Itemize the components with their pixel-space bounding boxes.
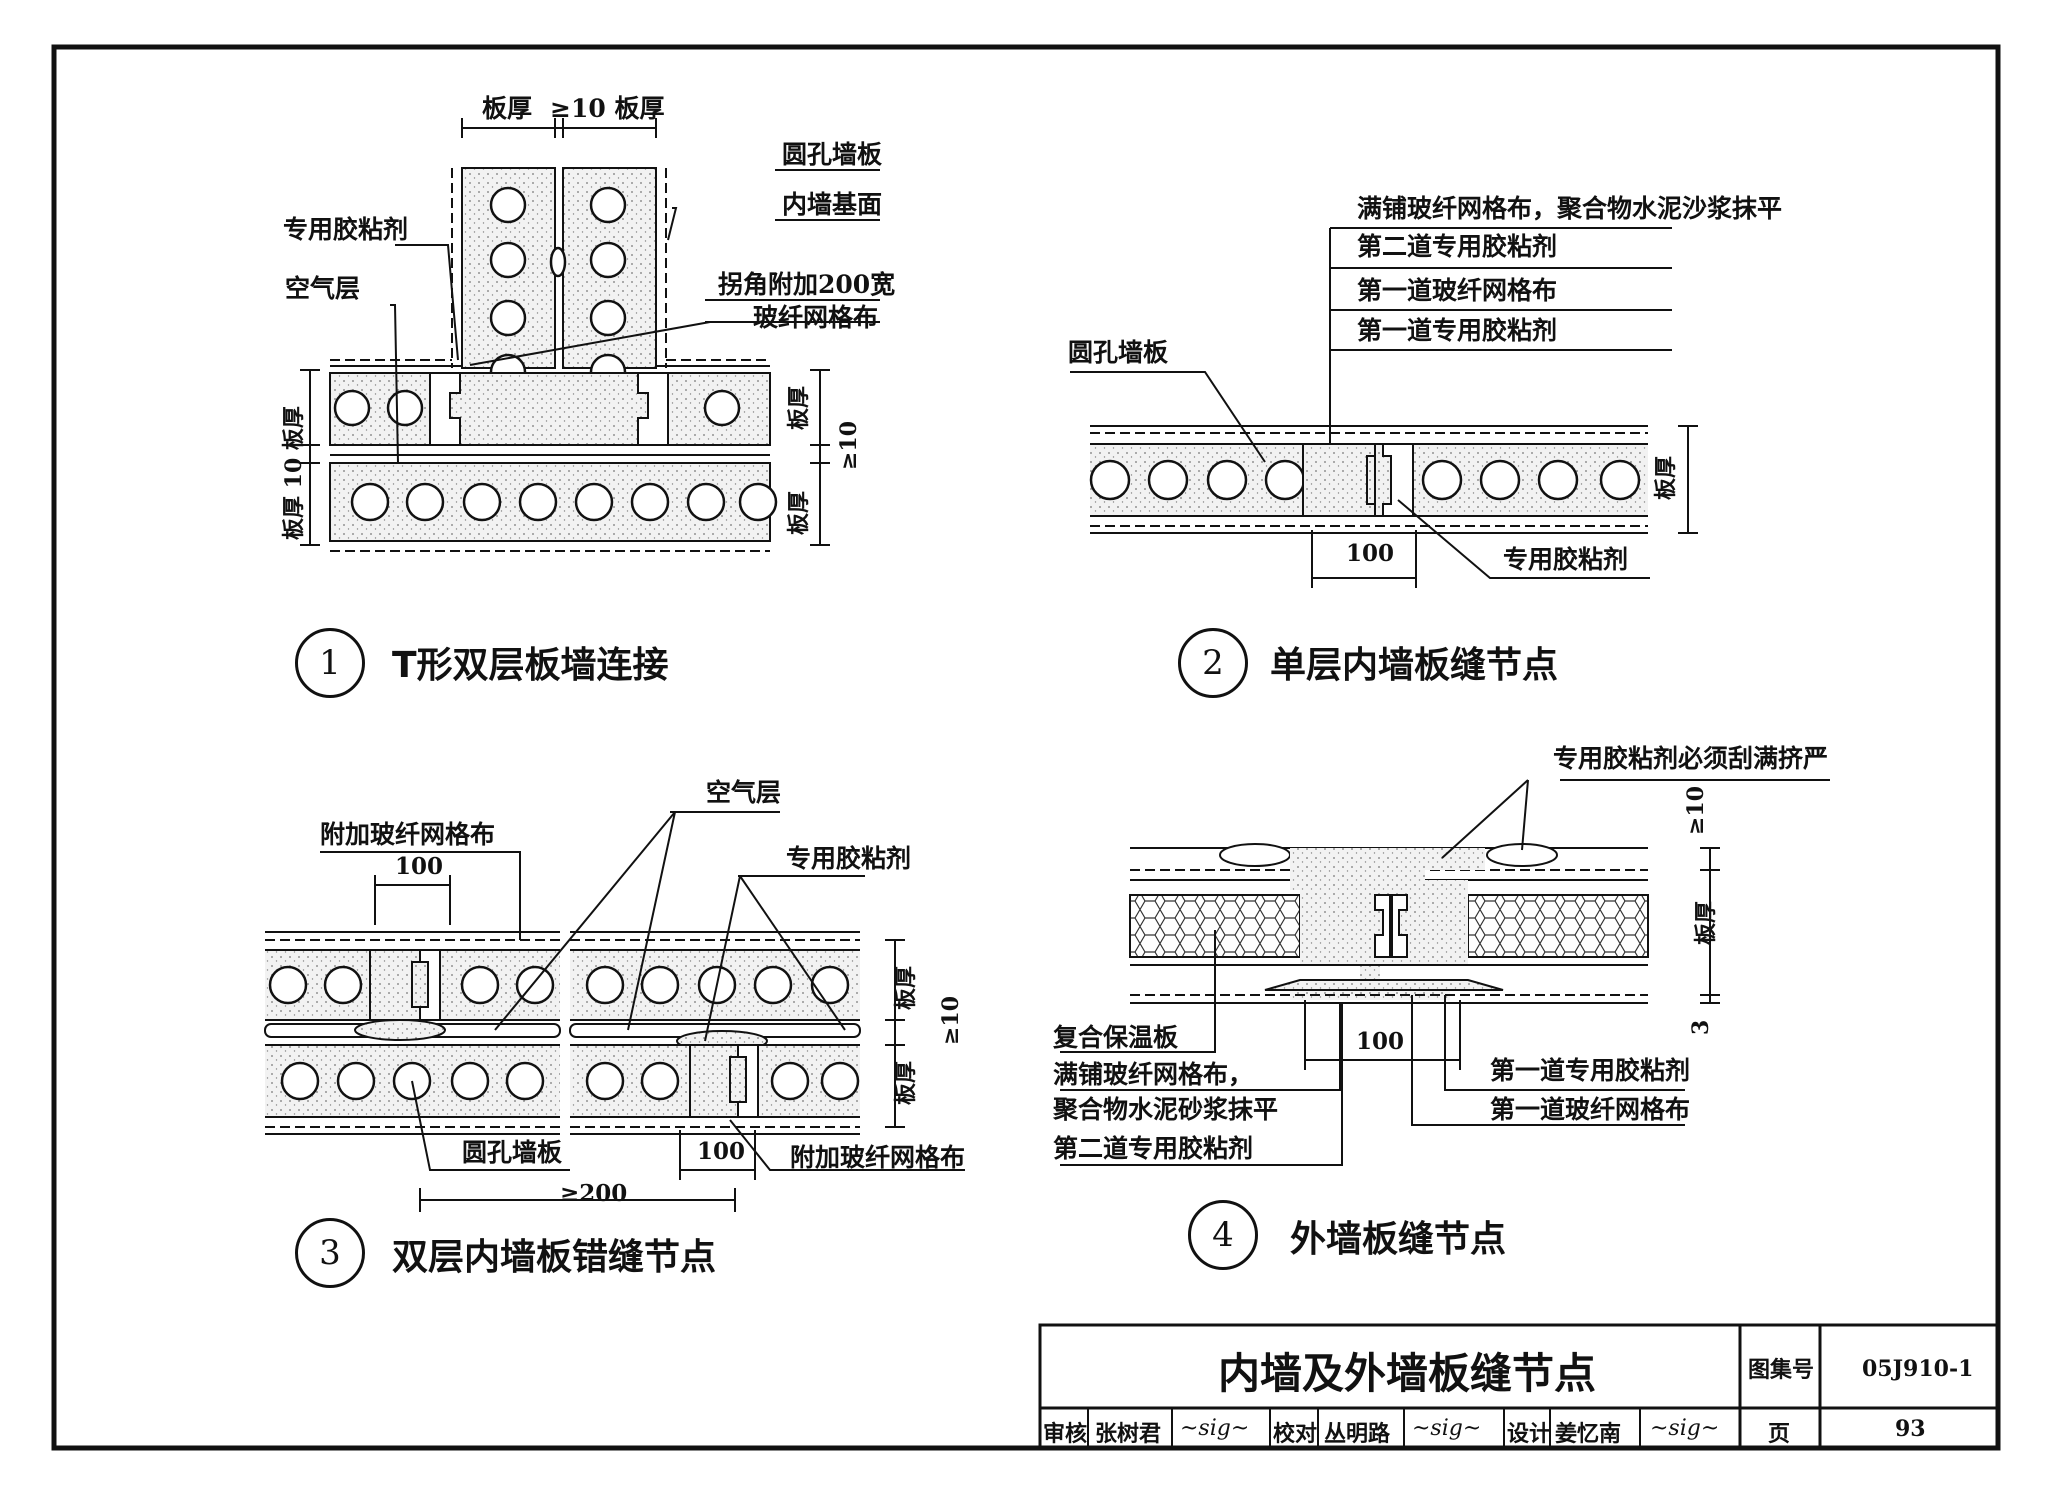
review-label: 审核 [1043,1421,1088,1447]
d2-title: 单层内墙板缝节点 [1270,645,1559,686]
d2-dim-100: 100 [1346,540,1395,567]
checker-name: 丛明路 [1324,1421,1391,1447]
d3-gap: ≥10 [938,995,964,1045]
d3-dim-100-bottom: 100 [697,1138,746,1165]
d3-dim-200: ≥200 [560,1180,628,1207]
designer-signature: ~sig~ [1650,1416,1720,1441]
d2-slab-thk: 板厚 [1653,455,1679,500]
d3-number-circle: 3 [295,1218,365,1288]
detail-3-drawing [264,811,965,1212]
d4-full-mesh-1: 满铺玻纤网格布， [1053,1060,1254,1089]
d4-dim-100: 100 [1356,1028,1405,1055]
reviewer-signature: ~sig~ [1180,1416,1250,1441]
d4-dim-3: 3 [1688,1019,1714,1035]
d4-composite-panel: 复合保温板 [1053,1023,1179,1052]
atlas-number: 05J910-1 [1862,1356,1974,1382]
d3-dim-100-top: 100 [395,853,444,880]
d3-extra-mesh-bottom: 附加玻纤网格布 [790,1143,966,1172]
d1-air-layer: 空气层 [285,274,361,303]
d4-first-mesh: 第一道玻纤网格布 [1490,1095,1691,1124]
d2-round-hole-panel: 圆孔墙板 [1068,338,1169,367]
d1-right-slab-1: 板厚 [786,385,812,430]
d1-right-gap: ≥10 [836,420,862,470]
design-label: 设计 [1507,1421,1552,1447]
sheet-title: 内墙及外墙板缝节点 [1218,1349,1597,1398]
d1-top-dim-label: 板厚 [482,94,533,123]
d1-number-circle: 1 [295,628,365,698]
reviewer-name: 张树君 [1095,1421,1162,1447]
d3-title: 双层内墙板错缝节点 [392,1237,717,1278]
d1-round-hole-panel: 圆孔墙板 [782,140,883,169]
d4-gap-10: ≥10 [1683,785,1709,835]
d3-round-hole-panel: 圆孔墙板 [462,1138,563,1167]
page-label: 页 [1768,1421,1791,1447]
d1-inner-wall-base: 内墙基面 [782,190,883,219]
d4-number-circle: 4 [1188,1200,1258,1270]
d2-second-adhesive: 第二道专用胶粘剂 [1357,232,1558,261]
check-label: 校对 [1273,1421,1318,1447]
d2-first-adhesive: 第一道专用胶粘剂 [1357,316,1558,345]
designer-name: 姜忆南 [1555,1421,1622,1447]
d4-adhesive-full: 专用胶粘剂必须刮满挤严 [1553,744,1829,773]
d2-number-circle: 2 [1178,628,1248,698]
detail-1-drawing [300,118,880,552]
outer-frame [51,44,2001,1451]
d3-extra-mesh: 附加玻纤网格布 [320,820,496,849]
d2-special-adhesive: 专用胶粘剂 [1503,545,1629,574]
detail-4-drawing [1060,779,1830,1166]
d2-first-mesh: 第一道玻纤网格布 [1357,276,1558,305]
d1-left-dim-label: 板厚 10 板厚 [281,406,307,540]
d1-corner-mesh-1: 拐角附加200宽 [718,270,896,299]
d3-air-layer: 空气层 [706,778,782,807]
d1-corner-mesh-2: 玻纤网格布 [753,303,879,332]
detail-2-drawing [1070,227,1698,588]
d4-slab-thk: 板厚 [1693,900,1719,945]
d1-right-slab-2: 板厚 [786,490,812,535]
d3-slab-thk-1: 板厚 [893,965,919,1010]
d4-first-adhesive: 第一道专用胶粘剂 [1490,1056,1691,1085]
d3-special-adhesive: 专用胶粘剂 [786,844,912,873]
d1-title: T形双层板墙连接 [392,645,669,686]
atlas-label: 图集号 [1748,1357,1815,1383]
d4-title: 外墙板缝节点 [1290,1219,1507,1260]
d1-top-gap-label: ≥10 板厚 [550,94,665,123]
d4-full-mesh-2: 聚合物水泥砂浆抹平 [1053,1095,1279,1124]
checker-signature: ~sig~ [1412,1416,1482,1441]
d4-second-adhesive: 第二道专用胶粘剂 [1053,1134,1254,1163]
d3-slab-thk-2: 板厚 [893,1060,919,1105]
title-block-grid [1038,1323,2000,1450]
page-number: 93 [1895,1416,1926,1442]
d2-layer-top: 满铺玻纤网格布，聚合物水泥沙浆抹平 [1357,194,1783,223]
d1-special-adhesive: 专用胶粘剂 [283,215,409,244]
